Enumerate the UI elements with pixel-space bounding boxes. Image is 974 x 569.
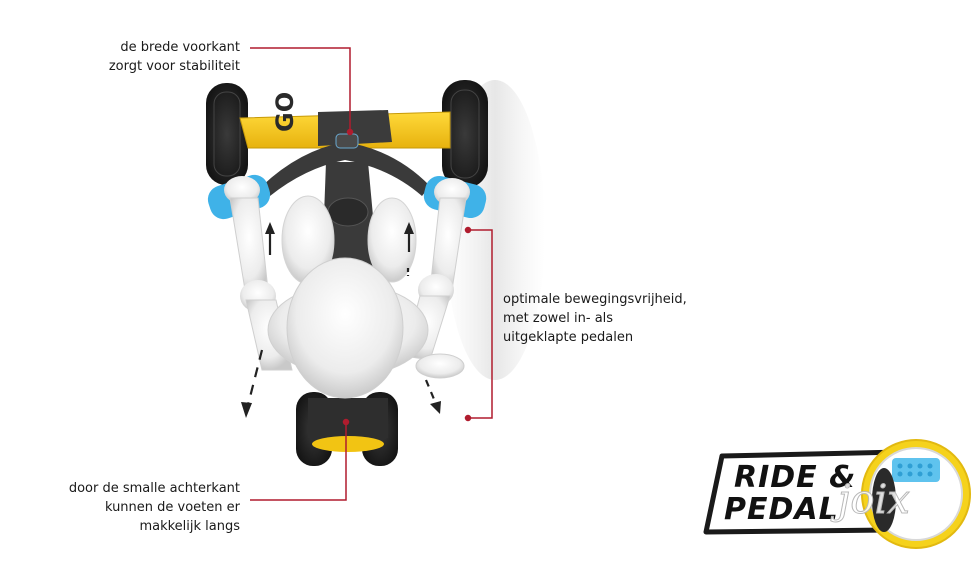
frame-label: GO [271, 92, 299, 132]
front-right-wheel [442, 80, 488, 188]
handlebar [262, 133, 430, 196]
ride-and-pedal-logo-graphic [703, 439, 971, 549]
middle-annotation: optimale bewegingsvrijheid, met zowel in… [503, 290, 687, 347]
front-leader-line [250, 47, 351, 130]
middle-annotation-line-3: uitgeklapte pedalen [503, 330, 634, 345]
pedal-icon [892, 458, 940, 482]
mannequin-head [286, 257, 404, 399]
front-annotation: de brede voorkant zorgt voor stabiliteit [60, 38, 240, 76]
rear-bumper [312, 436, 384, 452]
rear-leader-line [250, 424, 347, 501]
right-foot [415, 353, 465, 379]
middle-bracket-line [468, 229, 493, 419]
ride-and-pedal-logo: RIDE & PEDAL joix [702, 437, 974, 557]
rear-annotation-line-1: door de smalle achterkant [68, 481, 240, 496]
annotation-lines [250, 47, 493, 501]
front-annotation-line-2: zorgt voor stabiliteit [108, 59, 240, 74]
logo-pedal-text: PEDAL [724, 492, 839, 527]
logo-ride-text: RIDE & [734, 460, 857, 495]
middle-annotation-line-1: optimale bewegingsvrijheid, [503, 292, 687, 307]
front-annotation-line-1: de brede voorkant [120, 40, 240, 55]
right-knee [367, 197, 417, 283]
wheel-icon [872, 468, 896, 532]
motion-arrows [241, 222, 441, 418]
rear-annotation-line-2: kunnen de voeten er [104, 500, 240, 515]
rear-annotation-line-3: makkelijk langs [139, 519, 240, 534]
arrow-right-down [424, 379, 438, 405]
front-crossbar: GO [239, 92, 451, 149]
front-left-wheel [206, 83, 248, 185]
arrow-left-down [246, 349, 264, 406]
rear-annotation: door de smalle achterkant kunnen de voet… [38, 479, 240, 536]
logo-brand-text: joix [838, 477, 911, 524]
middle-annotation-line-2: met zowel in- als [503, 311, 614, 326]
